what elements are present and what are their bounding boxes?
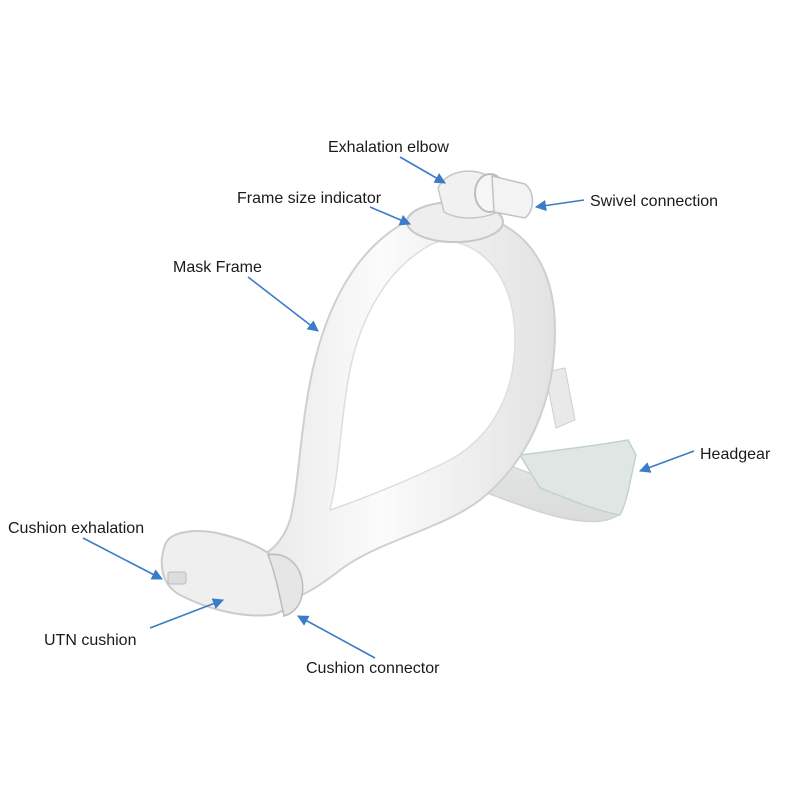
arrow-headgear: [638, 450, 695, 473]
arrow-utn-cushion: [149, 598, 225, 629]
arrow-mask-frame: [247, 276, 319, 332]
label-headgear: Headgear: [700, 446, 771, 463]
arrow-cushion-exhalation: [82, 537, 163, 580]
label-swivel-connection: Swivel connection: [590, 193, 718, 210]
elbow-assembly: [406, 170, 534, 243]
cushion-connector-ring: [266, 553, 304, 617]
headgear-right-clip: [544, 367, 576, 429]
cushion-exhalation-vent: [167, 571, 187, 585]
arrow-swivel-connection: [534, 199, 585, 212]
label-frame-size-indicator: Frame size indicator: [237, 190, 382, 207]
mask-frame-inner-opening: [328, 240, 516, 512]
swivel-tube: [491, 175, 534, 219]
label-cushion-exhalation: Cushion exhalation: [8, 520, 144, 537]
headgear-strap-band: [518, 439, 637, 516]
label-exhalation-elbow: Exhalation elbow: [328, 139, 449, 156]
arrow-frame-size-indicator: [369, 206, 412, 226]
leader-arrows: [82, 156, 695, 659]
utn-cushion: [160, 530, 304, 617]
label-utn-cushion: UTN cushion: [44, 632, 136, 649]
arrow-exhalation-elbow: [399, 156, 446, 184]
label-mask-frame: Mask Frame: [173, 259, 262, 276]
callout-labels: Exhalation elbow Frame size indicator Sw…: [8, 139, 771, 677]
mask-frame: [238, 208, 557, 604]
label-cushion-connector: Cushion connector: [306, 660, 440, 677]
arrow-cushion-connector: [297, 615, 376, 659]
